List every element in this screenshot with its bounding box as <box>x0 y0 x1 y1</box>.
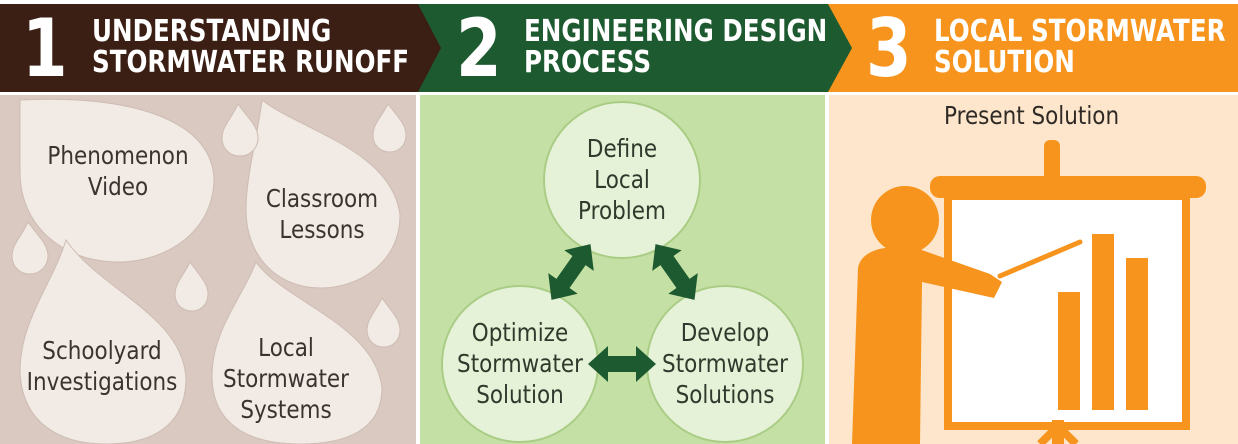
label-line: Systems <box>240 395 332 424</box>
step-1-title-line: UNDERSTANDING <box>92 14 332 49</box>
small-drop-4 <box>174 260 209 312</box>
label-line: Local <box>594 165 650 194</box>
step-1-number: 1 <box>22 2 68 95</box>
label-classroom-lessons: Classroom Lessons <box>236 183 408 245</box>
label-develop-stormwater-solutions: Develop Stormwater Solutions <box>639 317 811 410</box>
step-2-title: ENGINEERING DESIGN PROCESS <box>524 16 827 78</box>
step-1-title-line: STORMWATER RUNOFF <box>92 45 410 80</box>
label-line: Optimize <box>471 318 569 347</box>
label-optimize-stormwater-solution: Optimize Stormwater Solution <box>434 317 606 410</box>
label-line: Solutions <box>675 380 775 409</box>
label-define-local-problem: Define Local Problem <box>536 133 708 226</box>
step-3-title-line: SOLUTION <box>934 45 1075 80</box>
step-3-title-line: LOCAL STORMWATER <box>934 14 1226 49</box>
label-line: Solution <box>476 380 564 409</box>
raindrop-phenomenon-video <box>19 98 215 263</box>
label-line: Schoolyard <box>42 336 162 365</box>
step-2-header-band <box>418 4 854 92</box>
step-3-number: 3 <box>866 2 912 95</box>
small-drop-1 <box>221 102 259 157</box>
step-1-header-band <box>0 4 443 92</box>
label-line: Define <box>586 134 658 163</box>
present-solution-title: Present Solution <box>944 101 1120 130</box>
double-arrow-icon <box>652 244 698 300</box>
label-line: Lessons <box>279 215 365 244</box>
small-drop-3 <box>11 220 49 275</box>
step-2-title-line: ENGINEERING DESIGN <box>524 14 828 49</box>
label-line: Problem <box>578 196 666 225</box>
label-line: Classroom <box>265 184 379 213</box>
step-2-title-line: PROCESS <box>524 45 652 80</box>
small-drop-5 <box>366 296 401 348</box>
label-line: Develop <box>680 318 770 347</box>
label-line: Local <box>258 333 314 362</box>
label-line: Video <box>87 172 149 201</box>
double-arrow-icon <box>588 346 656 382</box>
label-line: Stormwater <box>223 364 349 393</box>
step-3-title: LOCAL STORMWATER SOLUTION <box>934 16 1226 78</box>
presenter-with-bar-chart-icon <box>852 140 1206 444</box>
raindrop-classroom-lessons <box>245 99 401 289</box>
small-drop-2 <box>372 103 407 153</box>
label-phenomenon-video: Phenomenon Video <box>32 140 204 202</box>
step-2-number: 2 <box>456 2 502 95</box>
step-3-header-band <box>828 4 1238 92</box>
label-line: Stormwater <box>662 349 788 378</box>
label-schoolyard-investigations: Schoolyard Investigations <box>16 335 188 397</box>
double-arrow-icon <box>548 244 594 300</box>
label-local-stormwater-systems: Local Stormwater Systems <box>200 332 372 425</box>
circle-define-local-problem <box>543 101 701 259</box>
label-line: Stormwater <box>457 349 583 378</box>
label-line: Investigations <box>26 367 178 396</box>
label-line: Phenomenon <box>47 141 189 170</box>
step-1-title: UNDERSTANDING STORMWATER RUNOFF <box>92 16 409 78</box>
